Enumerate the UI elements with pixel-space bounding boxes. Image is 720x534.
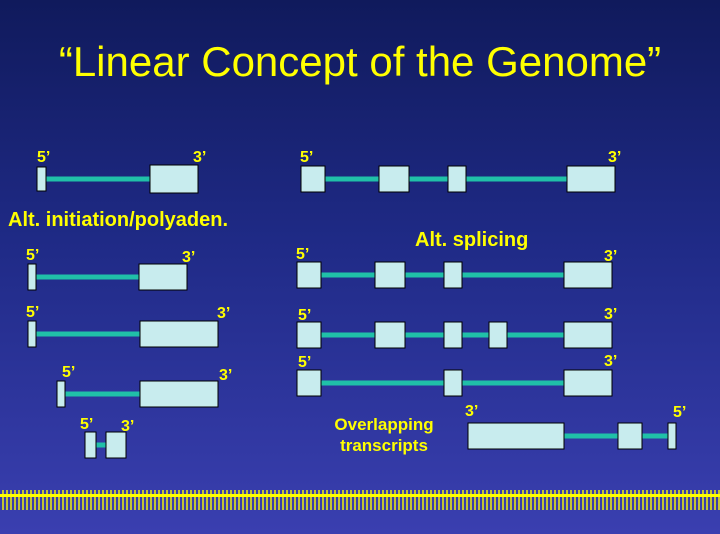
exon-box (296, 261, 322, 289)
five-prime-label: 5’ (26, 247, 39, 264)
alt-initiation-label: Alt. initiation/polyaden. (8, 209, 228, 231)
exon-box (378, 165, 410, 193)
five-prime-label: 5’ (673, 404, 686, 421)
three-prime-label: 3’ (604, 248, 617, 265)
exon-box (56, 380, 66, 408)
three-prime-label: 3’ (608, 149, 621, 166)
exon-box (139, 380, 219, 408)
three-prime-label: 3’ (219, 367, 232, 384)
five-prime-label: 5’ (296, 246, 309, 263)
three-prime-label: 3’ (604, 353, 617, 370)
five-prime-label: 5’ (300, 149, 313, 166)
three-prime-label: 3’ (193, 149, 206, 166)
overlapping-transcripts-label: Overlapping transcripts (318, 414, 450, 456)
overlapping-line-2: transcripts (340, 436, 428, 455)
five-prime-label: 5’ (37, 149, 50, 166)
exon-box (105, 431, 127, 459)
exon-box (443, 261, 463, 289)
exon-box (27, 263, 37, 291)
exon-box (488, 321, 508, 349)
three-prime-label: 3’ (604, 306, 617, 323)
three-prime-label: 3’ (465, 403, 478, 420)
five-prime-label: 5’ (62, 364, 75, 381)
exon-box (447, 165, 467, 193)
exon-box (467, 422, 565, 450)
exon-box (667, 422, 677, 450)
five-prime-label: 5’ (298, 354, 311, 371)
exon-box (149, 164, 199, 194)
exon-box (563, 369, 613, 397)
five-prime-label: 5’ (26, 304, 39, 321)
exon-box (563, 321, 613, 349)
exon-box (443, 321, 463, 349)
exon-box (374, 261, 406, 289)
five-prime-label: 5’ (80, 416, 93, 433)
exon-box (566, 165, 616, 193)
exon-box (84, 431, 97, 459)
three-prime-label: 3’ (182, 249, 195, 266)
overlapping-line-1: Overlapping (334, 415, 434, 434)
slide-title: “Linear Concept of the Genome” (58, 38, 662, 85)
three-prime-label: 3’ (121, 418, 134, 435)
ruler-bar (0, 494, 720, 497)
exon-box (300, 165, 326, 193)
exon-box (374, 321, 406, 349)
alt-splicing-label: Alt. splicing (415, 229, 529, 251)
exon-box (138, 263, 188, 291)
exon-box (139, 320, 219, 348)
exon-box (36, 166, 47, 192)
three-prime-label: 3’ (217, 305, 230, 322)
exon-box (296, 369, 322, 397)
exon-box (443, 369, 463, 397)
five-prime-label: 5’ (298, 307, 311, 324)
exon-box (296, 321, 322, 349)
exon-box (563, 261, 613, 289)
exon-box (27, 320, 37, 348)
exon-box (617, 422, 643, 450)
